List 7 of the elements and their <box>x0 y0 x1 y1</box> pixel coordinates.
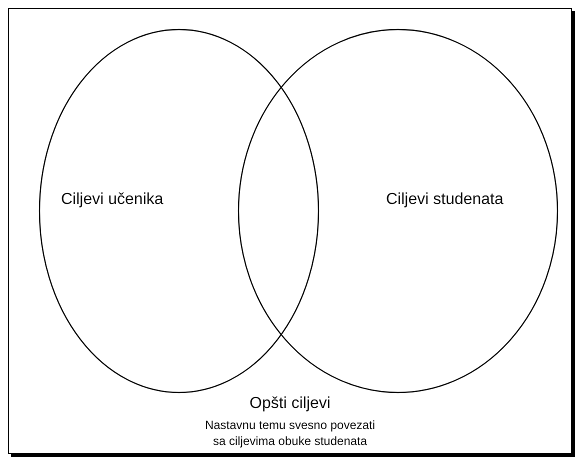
frame-box <box>8 8 572 454</box>
venn-circle <box>39 29 319 393</box>
set-label: Ciljevi studenata <box>386 191 504 209</box>
set-label: Ciljevi učenika <box>61 191 164 209</box>
set-description: Nastavnu temu svesno povezati sa ciljevima obuke studenata <box>204 417 376 449</box>
set-heading: Opšti ciljevi <box>248 395 332 413</box>
venn-circle <box>238 29 558 393</box>
